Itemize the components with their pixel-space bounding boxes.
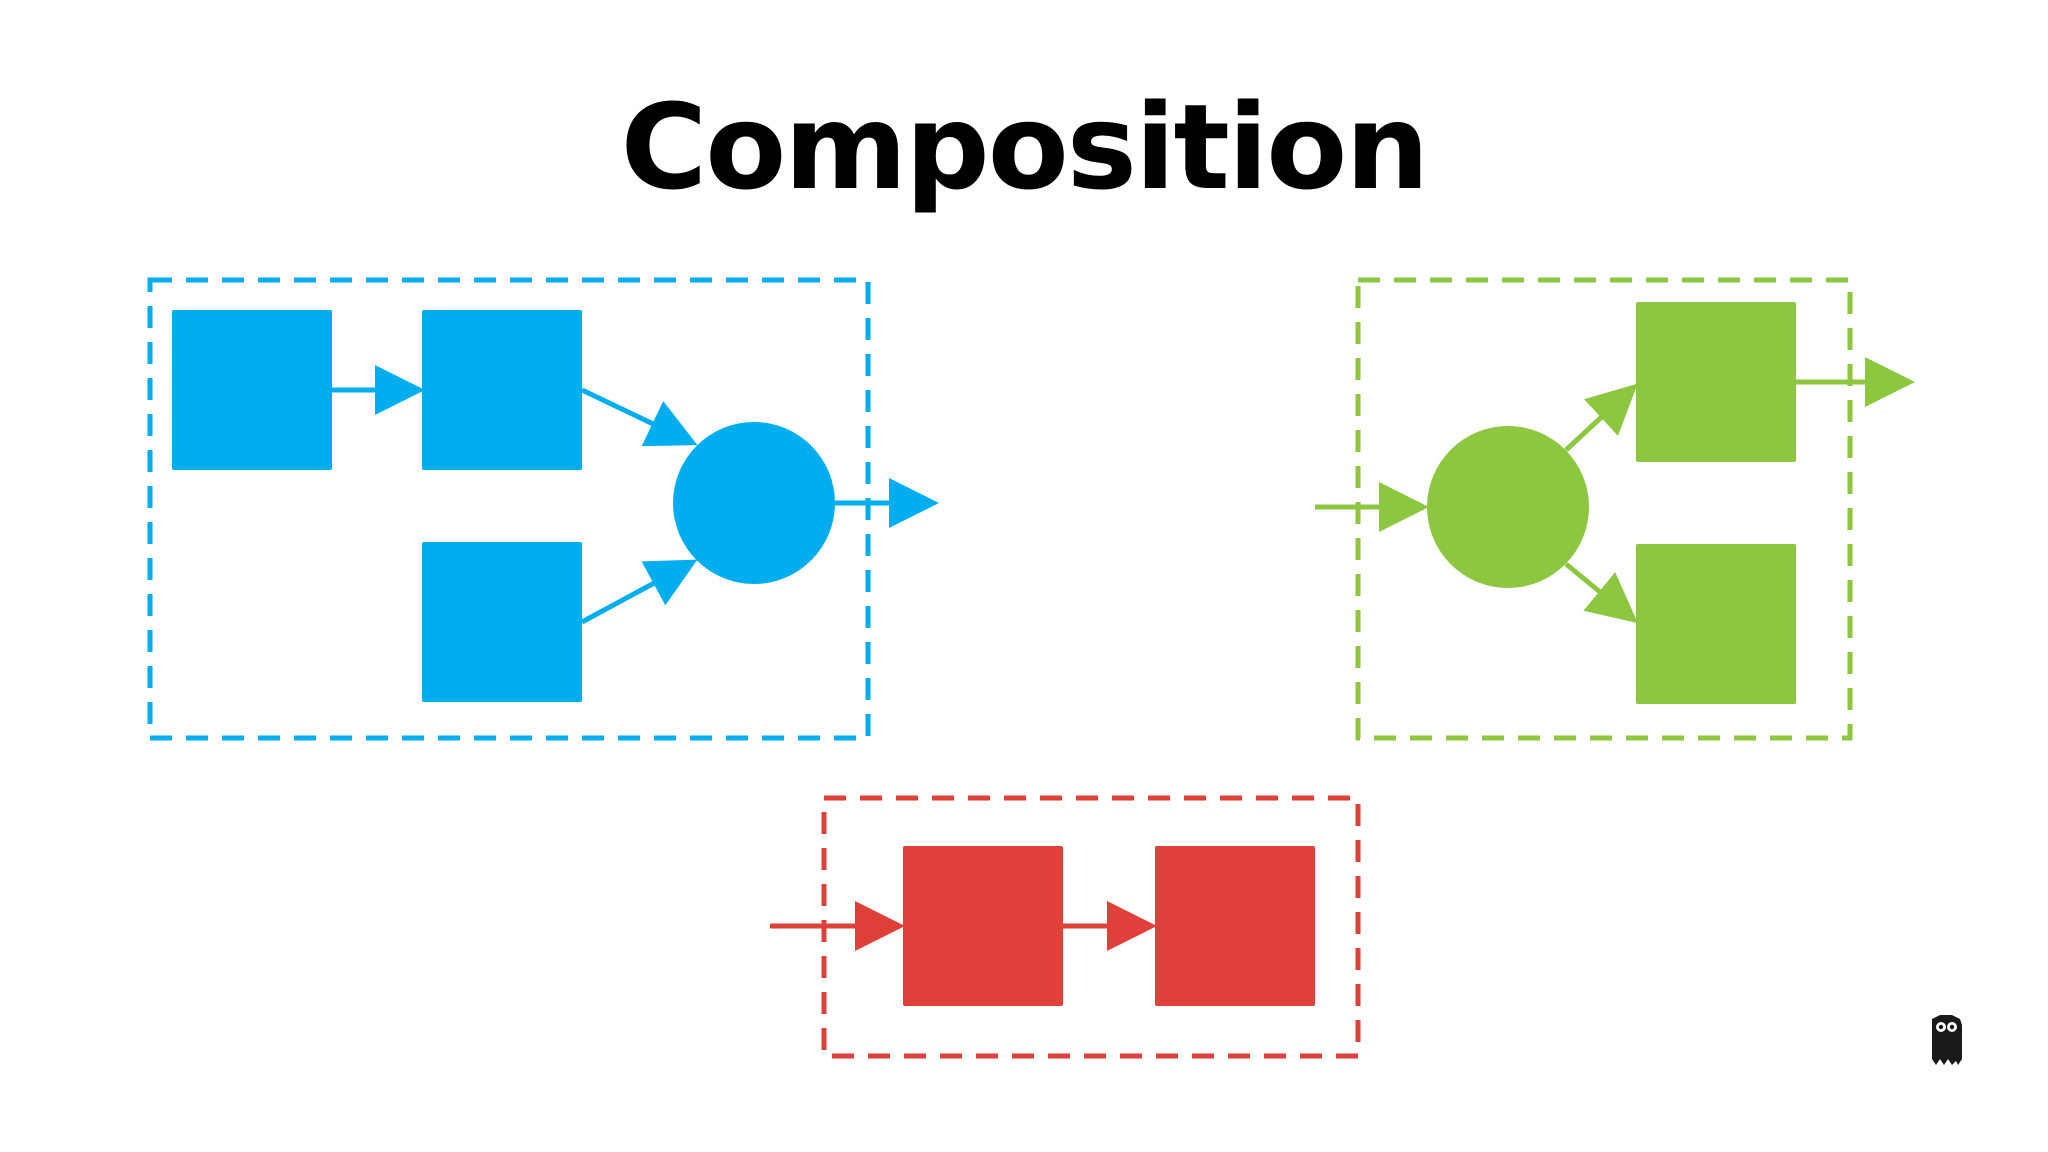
- green-arrow-circle-to-square1: [1564, 383, 1638, 452]
- slide-title: Composition: [620, 78, 1430, 216]
- blue-circle: [673, 422, 835, 584]
- blue-arrow-square3-to-circle: [580, 559, 698, 625]
- green-group: [1315, 277, 1915, 741]
- red-square-1: [903, 846, 1063, 1006]
- green-square-1: [1636, 302, 1796, 462]
- blue-group-boundary: [147, 277, 871, 741]
- red-square-2: [1155, 846, 1315, 1006]
- green-circle: [1427, 426, 1589, 588]
- blue-square-1: [172, 310, 332, 470]
- blue-arrow-square2-to-circle: [580, 387, 698, 447]
- owl-logo-icon: [1932, 1015, 1962, 1065]
- red-group: [770, 795, 1361, 1059]
- blue-square-3: [422, 542, 582, 702]
- blue-square-2: [422, 310, 582, 470]
- green-arrow-circle-to-square2: [1564, 562, 1638, 624]
- blue-group: [147, 277, 939, 741]
- green-square-2: [1636, 544, 1796, 704]
